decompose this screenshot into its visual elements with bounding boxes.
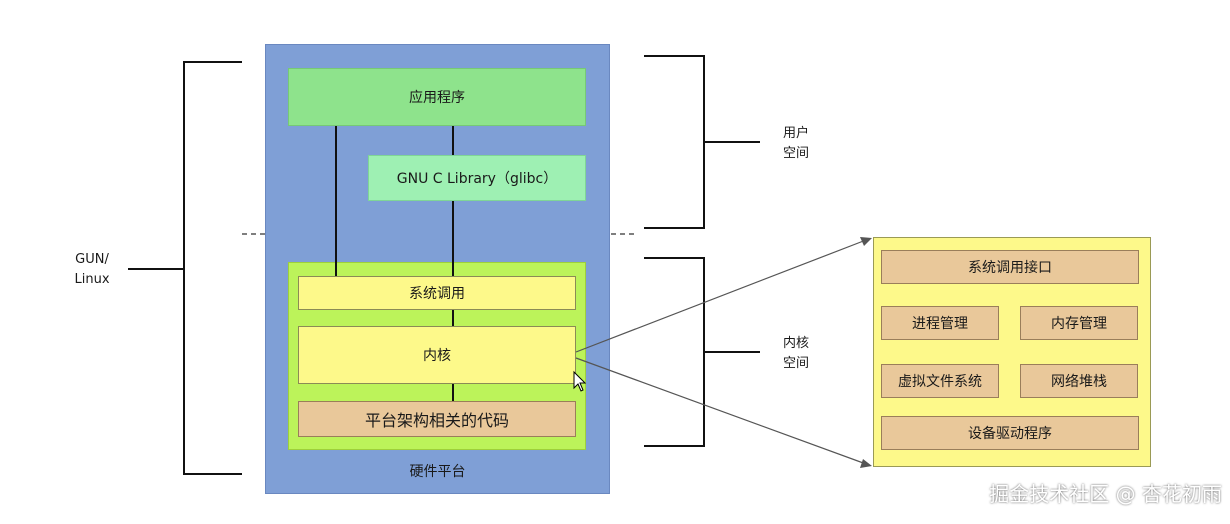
user-space-bracket (644, 55, 705, 229)
net-stack-box: 网络堆栈 (1020, 364, 1138, 398)
drivers-box: 设备驱动程序 (881, 416, 1139, 450)
syscall-box: 系统调用 (298, 276, 576, 310)
gnu-linux-label: GUN/ Linux (74, 252, 110, 287)
vfs-box: 虚拟文件系统 (881, 364, 999, 398)
memory-mgmt-box: 内存管理 (1020, 306, 1138, 340)
arch-code-box: 平台架构相关的代码 (298, 401, 576, 437)
glibc-box: GNU C Library（glibc） (368, 155, 586, 201)
process-mgmt-box: 进程管理 (881, 306, 999, 340)
kernel-space-bracket (644, 257, 705, 447)
syscall-interface-box: 系统调用接口 (881, 250, 1139, 284)
kernel-box: 内核 (298, 326, 576, 384)
user-space-label: 用户 空间 (782, 126, 809, 161)
kernel-space-label: 内核 空间 (782, 336, 809, 371)
watermark: 掘金技术社区 @ 杏花初雨 (989, 482, 1222, 506)
application-box: 应用程序 (288, 68, 586, 126)
gnu-linux-bracket (183, 61, 242, 475)
hardware-label: 硬件平台 (409, 464, 466, 480)
